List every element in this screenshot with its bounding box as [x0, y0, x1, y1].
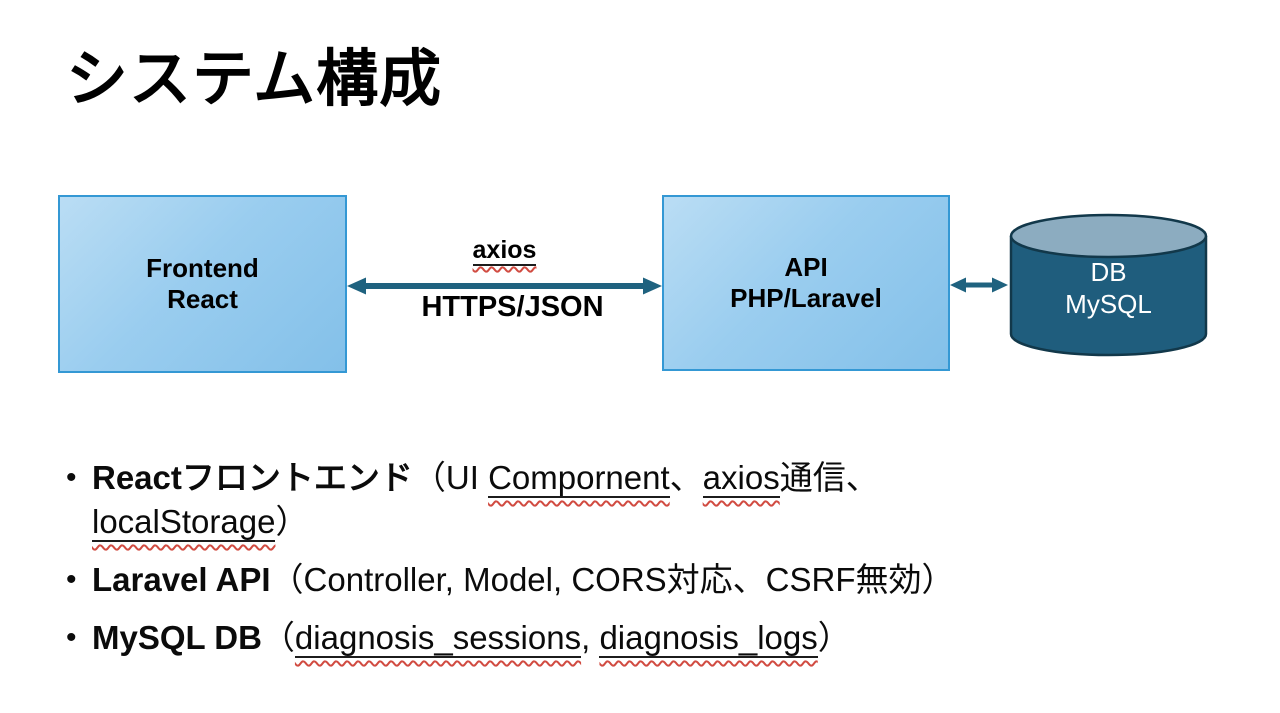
api-box-label: API PHP/Laravel	[730, 252, 882, 314]
list-item-text: MySQL DB（diagnosis_sessions, diagnosis_l…	[92, 616, 1206, 660]
item1-sep1: 、	[669, 459, 703, 496]
axios-term: axios	[472, 236, 537, 266]
api-box-line2: PHP/Laravel	[730, 283, 882, 313]
item2-rest: （Controller, Model, CORS対応、CSRF無効）	[270, 561, 955, 598]
arrow-label-axios: axios	[347, 236, 662, 266]
api-box: API PHP/Laravel	[662, 195, 950, 371]
item3-open: （	[261, 619, 295, 656]
item1-bold: Reactフロントエンド	[92, 459, 413, 496]
api-db-double-arrow-icon	[950, 277, 1008, 293]
frontend-box: Frontend React	[58, 195, 347, 373]
list-item-mysql-db: • MySQL DB（diagnosis_sessions, diagnosis…	[66, 616, 1206, 660]
item1-term-axios: axios	[702, 459, 780, 498]
item1-close: ）	[275, 503, 309, 540]
list-item-react-frontend: • Reactフロントエンド（UI Compornent、axios通信、 loc…	[66, 456, 1206, 544]
item1-term-localstorage: localStorage	[92, 503, 276, 542]
list-item-text: Reactフロントエンド（UI Compornent、axios通信、 local…	[92, 456, 1206, 544]
bullet-marker: •	[66, 621, 77, 654]
item3-bold: MySQL DB	[92, 619, 262, 656]
bullet-list: • Reactフロントエンド（UI Compornent、axios通信、 loc…	[66, 456, 1206, 674]
list-item-text: Laravel API（Controller, Model, CORS対応、CS…	[92, 558, 1206, 602]
list-item-laravel-api: • Laravel API（Controller, Model, CORS対応、…	[66, 558, 1206, 602]
item2-bold: Laravel API	[92, 561, 271, 598]
item3-close: ）	[817, 619, 851, 656]
database-cylinder-icon	[1009, 213, 1208, 357]
item3-sep: ,	[581, 619, 600, 656]
api-box-line1: API	[784, 252, 828, 282]
item1-open: （UI	[412, 459, 489, 496]
frontend-box-line2: React	[167, 284, 238, 314]
item1-after2: 通信、	[779, 459, 879, 496]
db-cylinder-label: DB MySQL	[1008, 256, 1209, 320]
frontend-api-double-arrow-icon	[347, 277, 662, 295]
arrow-label-https-json: HTTPS/JSON	[421, 291, 604, 323]
db-line2: MySQL	[1065, 289, 1152, 319]
bullet-marker: •	[66, 461, 77, 494]
page-title: システム構成	[66, 45, 443, 114]
item1-term-compornent: Compornent	[488, 459, 670, 498]
db-line1: DB	[1090, 257, 1127, 287]
item3-term-diagnosis-logs: diagnosis_logs	[599, 619, 818, 658]
frontend-box-label: Frontend React	[146, 253, 259, 315]
frontend-box-line1: Frontend	[146, 253, 259, 283]
bullet-marker: •	[66, 563, 77, 596]
item3-term-diagnosis-sessions: diagnosis_sessions	[294, 619, 582, 658]
